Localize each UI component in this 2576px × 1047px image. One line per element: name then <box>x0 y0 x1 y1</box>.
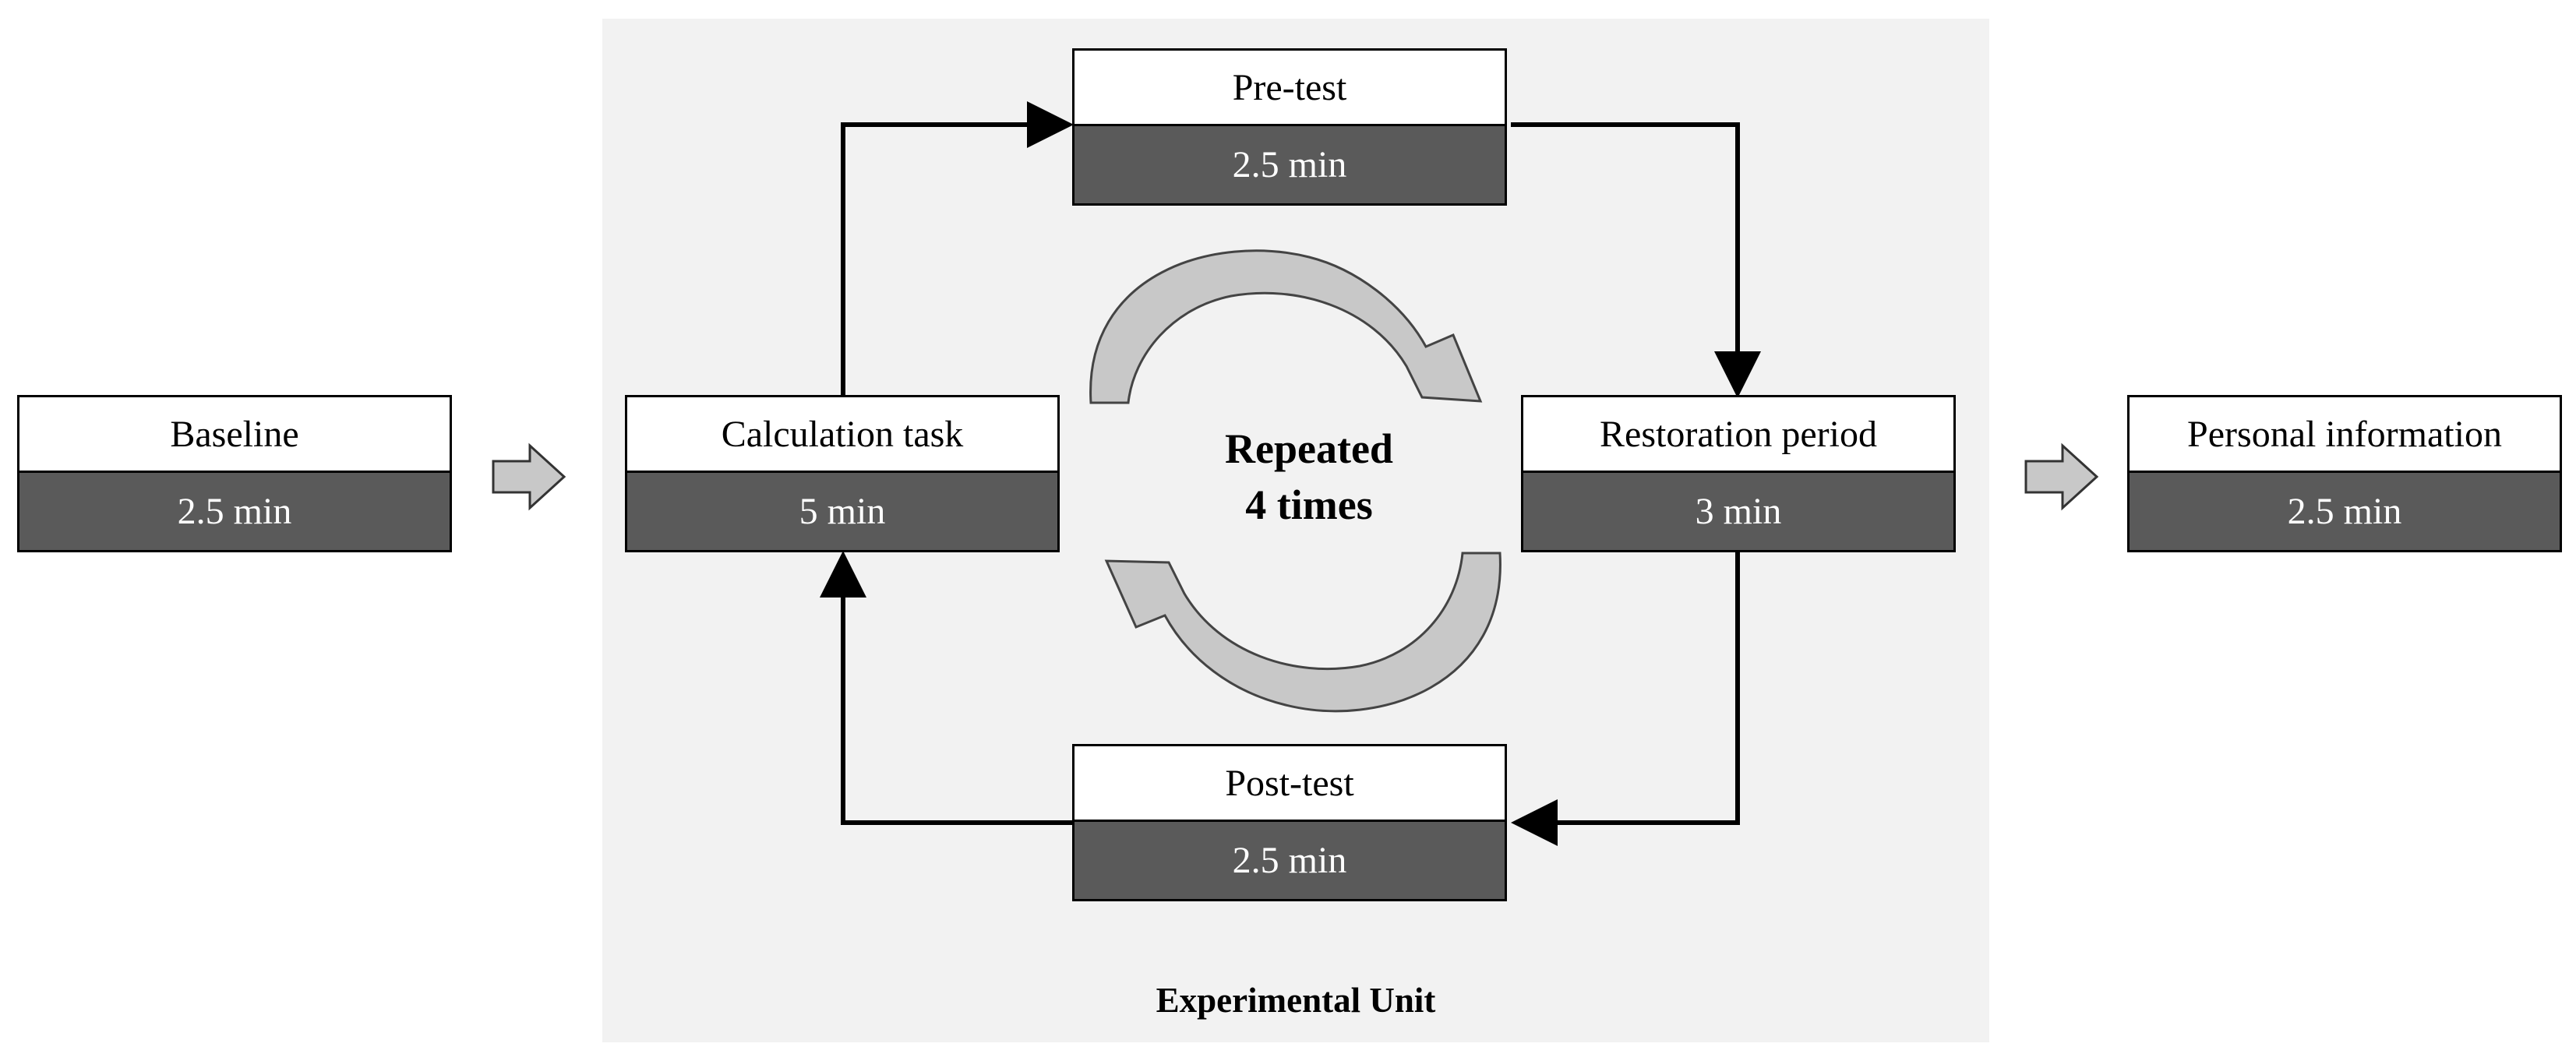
step-baseline: Baseline 2.5 min <box>17 395 452 552</box>
block-arrow-baseline-to-unit <box>492 442 566 511</box>
connector-posttest-to-calc <box>820 551 1075 825</box>
step-post-test-duration: 2.5 min <box>1075 820 1505 899</box>
step-personal-information: Personal information 2.5 min <box>2127 395 2562 552</box>
step-calculation-task-duration: 5 min <box>627 471 1057 550</box>
step-restoration-period: Restoration period 3 min <box>1521 395 1956 552</box>
step-personal-information-duration: 2.5 min <box>2130 471 2560 550</box>
step-baseline-duration: 2.5 min <box>19 471 450 550</box>
cycle-arrow-lower-icon <box>1104 552 1501 713</box>
connector-pretest-to-restoration <box>1511 122 1761 398</box>
experimental-unit-label: Experimental Unit <box>1156 981 1436 1020</box>
step-post-test: Post-test 2.5 min <box>1072 744 1507 901</box>
step-calculation-task-label: Calculation task <box>627 397 1057 471</box>
cycle-arrow-upper-icon <box>1089 249 1483 404</box>
step-baseline-label: Baseline <box>19 397 450 471</box>
step-pre-test-duration: 2.5 min <box>1075 124 1505 203</box>
step-personal-information-label: Personal information <box>2130 397 2560 471</box>
connector-calc-to-pretest <box>841 101 1074 395</box>
step-restoration-period-duration: 3 min <box>1523 471 1953 550</box>
block-arrow-unit-to-personal <box>2024 442 2099 511</box>
step-calculation-task: Calculation task 5 min <box>625 395 1060 552</box>
step-pre-test-label: Pre-test <box>1075 51 1505 125</box>
repeat-label-line1: Repeated <box>1225 425 1393 472</box>
repeat-label: Repeated 4 times <box>1138 421 1480 533</box>
step-pre-test: Pre-test 2.5 min <box>1072 48 1507 206</box>
repeat-label-line2: 4 times <box>1245 481 1373 528</box>
step-post-test-label: Post-test <box>1075 746 1505 820</box>
connector-restoration-to-posttest <box>1511 552 1740 846</box>
step-restoration-period-label: Restoration period <box>1523 397 1953 471</box>
